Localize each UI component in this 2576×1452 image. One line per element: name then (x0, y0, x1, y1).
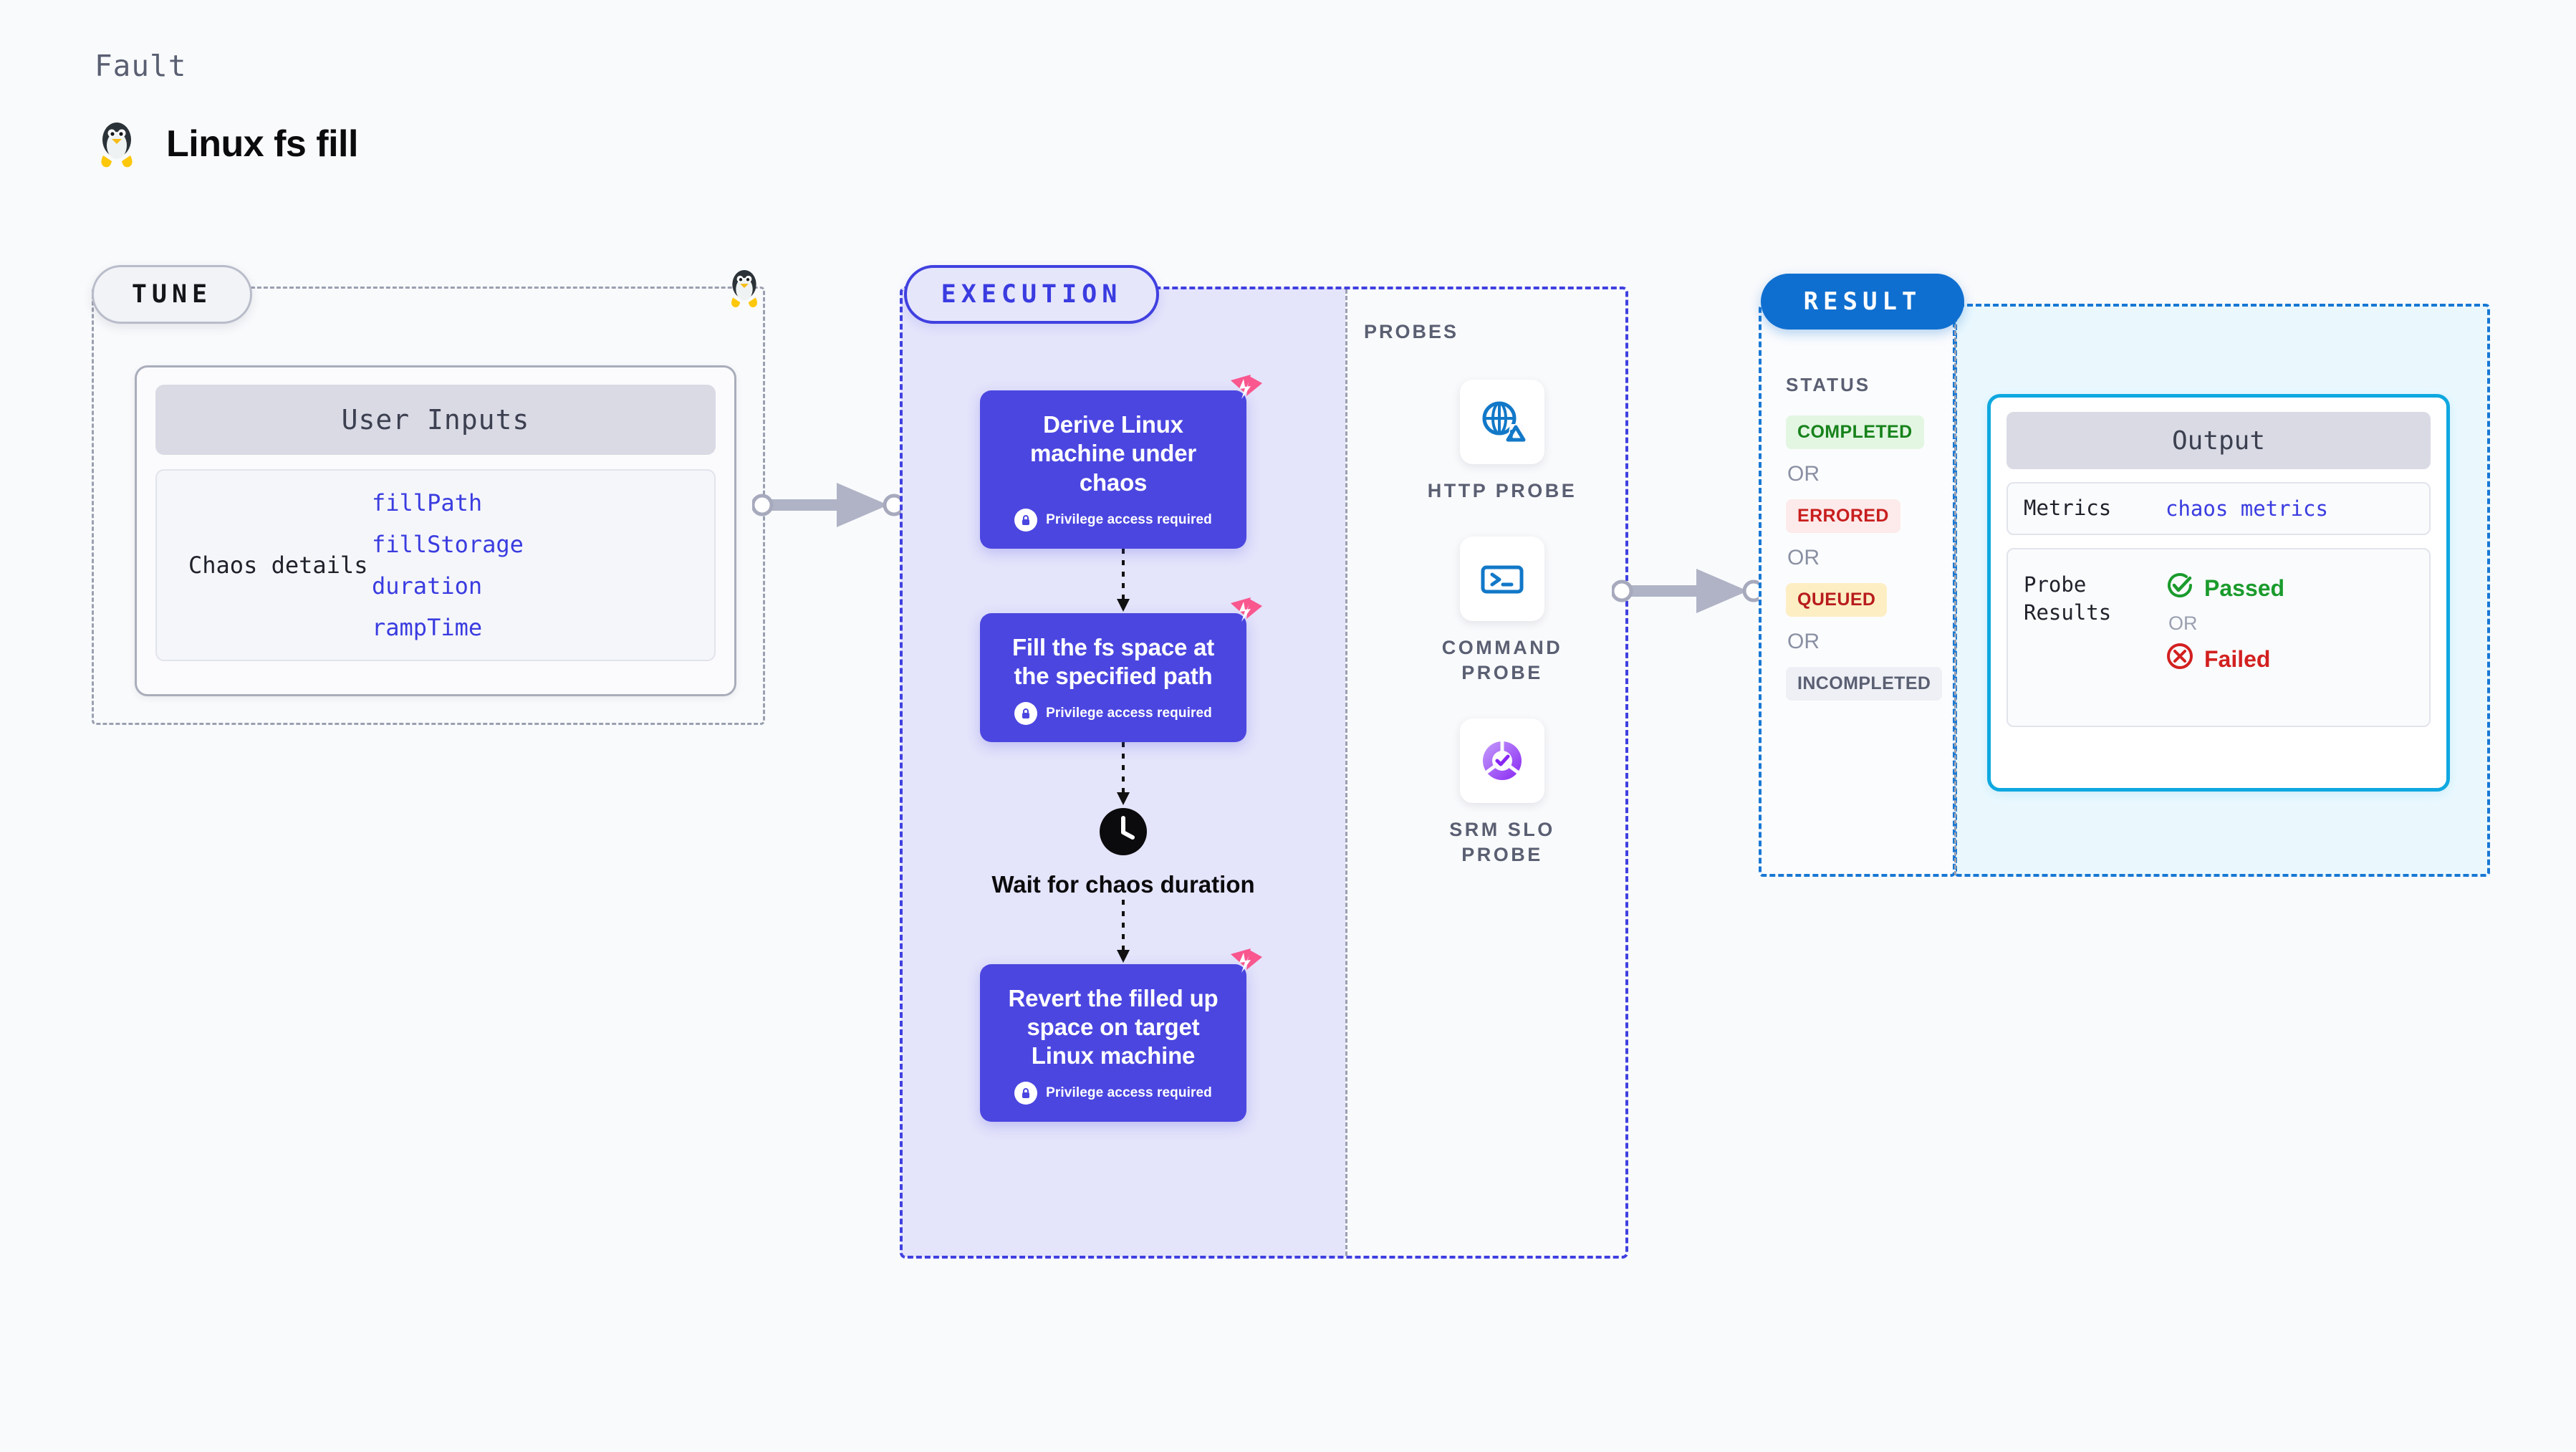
result-divider (1954, 305, 1956, 875)
connector-execution-to-result (1612, 569, 1765, 613)
execution-step-1-title: Derive Linux machine under chaos (1029, 411, 1197, 496)
output-metrics-value[interactable]: chaos metrics (2166, 496, 2328, 521)
chaos-fault-badge-icon (1225, 946, 1265, 989)
probe-http-label: HTTP PROBE (1427, 480, 1577, 501)
status-badge-errored: ERRORED (1786, 499, 1900, 533)
chaos-fault-badge-icon (1225, 595, 1265, 638)
execution-step-2-privilege-text: Privilege access required (1046, 706, 1212, 721)
status-or-1: OR (1787, 462, 1820, 486)
status-badge-incompleted: INCOMPLETED (1786, 667, 1943, 701)
status-badge-queued: QUEUED (1786, 583, 1888, 617)
execution-step-2[interactable]: Fill the fs space at the specified path … (980, 597, 1262, 743)
user-inputs-card: User Inputs Chaos details fillPath fillS… (135, 365, 736, 696)
probe-result-passed: Passed (2166, 571, 2284, 605)
execution-step-3-title: Revert the filled up space on target Lin… (1008, 984, 1219, 1069)
flow-arrow-1 (980, 548, 1267, 613)
globe-warning-icon (1460, 380, 1544, 464)
chaos-param-list: fillPath fillStorage duration rampTime (372, 489, 524, 641)
probe-list: HTTP PROBE COMMAND PROBE (1413, 380, 1592, 867)
execution-step-1-privilege-text: Privilege access required (1046, 511, 1212, 527)
terminal-icon (1460, 537, 1544, 622)
execution-probes-zone (900, 287, 1628, 1259)
x-circle-icon (2166, 642, 2194, 676)
param-ramptime[interactable]: rampTime (372, 614, 483, 641)
execution-step-3[interactable]: Revert the filled up space on target Lin… (980, 948, 1262, 1122)
probe-result-or: OR (2168, 612, 2198, 634)
lock-icon (1014, 702, 1038, 726)
user-inputs-header: User Inputs (155, 385, 716, 455)
output-probe-values: Passed OR Failed (2166, 571, 2284, 676)
status-list: COMPLETED OR ERRORED OR QUEUED OR INCOMP… (1786, 415, 1943, 701)
flow-arrow-3 (980, 899, 1267, 964)
param-duration[interactable]: duration (372, 572, 483, 600)
flow-arrow-2 (980, 742, 1267, 807)
probe-command[interactable]: COMMAND PROBE (1413, 537, 1592, 686)
execution-flow: Derive Linux machine under chaos Privile… (980, 375, 1267, 1122)
probe-srm-slo-label: SRM SLO PROBE (1449, 819, 1555, 866)
probe-result-failed-label: Failed (2204, 645, 2271, 672)
linux-penguin-icon (95, 118, 139, 170)
wait-for-chaos-duration: Wait for chaos duration (980, 807, 1267, 899)
lock-icon (1014, 508, 1038, 532)
output-probe-results-row: Probe Results Passed OR (2007, 548, 2431, 727)
slo-donut-check-icon (1460, 718, 1544, 804)
output-probe-key: Probe Results (2024, 572, 2112, 625)
result-pill[interactable]: RESULT (1761, 274, 1964, 330)
output-metrics-row: Metrics chaos metrics (2007, 482, 2431, 535)
execution-step-1-privilege: Privilege access required (999, 508, 1228, 532)
probe-result-passed-label: Passed (2204, 574, 2285, 601)
probe-srm-slo[interactable]: SRM SLO PROBE (1413, 718, 1592, 867)
probes-title: PROBES (1364, 321, 1459, 342)
tune-linux-penguin-icon (726, 266, 763, 313)
page-title-text: Linux fs fill (166, 123, 358, 165)
probe-result-failed: Failed (2166, 642, 2284, 676)
connector-tune-to-execution (752, 483, 905, 527)
execution-step-2-title: Fill the fs space at the specified path (1011, 633, 1215, 689)
output-card: Output Metrics chaos metrics Probe Resul… (1987, 394, 2450, 792)
status-or-2: OR (1787, 546, 1820, 569)
probe-command-label: COMMAND PROBE (1441, 637, 1563, 684)
lock-icon (1014, 1082, 1038, 1105)
fault-kicker: Fault (95, 49, 187, 83)
output-header: Output (2007, 412, 2431, 469)
probes-divider (1345, 289, 1347, 1256)
execution-step-1[interactable]: Derive Linux machine under chaos Privile… (980, 375, 1262, 549)
probe-http[interactable]: HTTP PROBE (1413, 380, 1592, 504)
execution-step-3-privilege: Privilege access required (999, 1082, 1228, 1105)
chaos-details-body: Chaos details fillPath fillStorage durat… (155, 469, 716, 661)
wait-label: Wait for chaos duration (991, 871, 1255, 898)
chaos-fault-badge-icon (1225, 372, 1265, 415)
status-badge-completed: COMPLETED (1786, 415, 1924, 449)
param-fillstorage[interactable]: fillStorage (372, 531, 524, 558)
page-title: Linux fs fill (95, 118, 358, 170)
chaos-details-label: Chaos details (188, 552, 368, 579)
clock-icon (1098, 807, 1148, 860)
execution-step-3-privilege-text: Privilege access required (1046, 1085, 1212, 1101)
status-label: STATUS (1786, 374, 1871, 395)
status-or-3: OR (1787, 630, 1820, 653)
execution-pill[interactable]: EXECUTION (904, 265, 1159, 324)
output-metrics-key: Metrics (2024, 496, 2112, 521)
execution-step-2-privilege: Privilege access required (999, 702, 1228, 726)
tune-pill[interactable]: TUNE (92, 265, 252, 324)
param-fillpath[interactable]: fillPath (372, 489, 483, 516)
check-circle-icon (2166, 571, 2194, 605)
